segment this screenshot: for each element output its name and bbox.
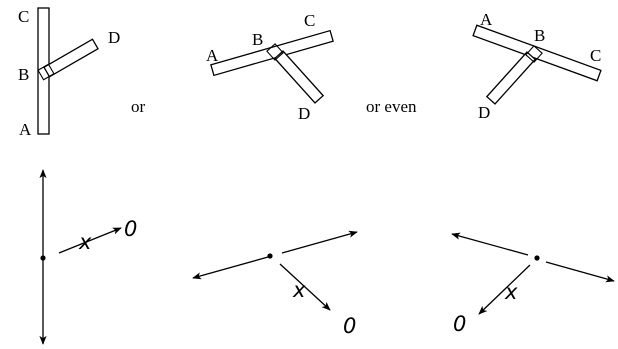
vector-diagram-1: x 0 [39,169,137,345]
label-d: D [298,104,310,123]
branch-arrow [58,227,122,254]
vector-label-zero: 0 [343,314,356,338]
left-arrow [192,256,269,280]
label-b: B [534,26,545,45]
pivot-dot [534,255,540,261]
label-c: C [18,7,29,26]
left-arrow [451,232,529,256]
label-a: A [480,10,493,29]
vector-diagram-3: x 0 [451,232,615,336]
vector-label-x: x [504,280,518,304]
pivot-dot [267,253,273,259]
stick-diagram-2: A B C D [206,11,334,123]
label-b: B [252,30,263,49]
branch-stick [43,38,99,78]
hinge-joint [266,43,284,61]
vector-label-x: x [78,230,92,254]
right-arrow [545,261,615,283]
vector-label-zero: 0 [124,217,137,241]
stick-diagram-3: A B C D [472,10,602,122]
label-a: A [19,120,32,139]
separator-or-even: or even [366,97,417,116]
vector-diagram-2: x 0 [192,230,358,338]
hinge-joint [525,45,543,63]
vector-label-x: x [292,278,306,302]
branch-stick [273,50,325,104]
label-d: D [108,28,120,47]
label-c: C [304,11,315,30]
branch-stick [485,51,537,105]
right-arrow [281,230,358,254]
main-stick [210,29,334,77]
pivot-dot [40,255,46,261]
separator-or: or [131,97,146,116]
branch-arrow [478,264,531,315]
branch-arrow [279,263,331,311]
vector-label-zero: 0 [453,312,466,336]
label-b: B [18,65,29,84]
hinge-joint [37,63,55,81]
label-c: C [590,46,601,65]
main-stick [472,24,602,82]
label-d: D [478,103,490,122]
stick-diagram-1: C D B A [18,7,120,139]
label-a: A [206,46,219,65]
